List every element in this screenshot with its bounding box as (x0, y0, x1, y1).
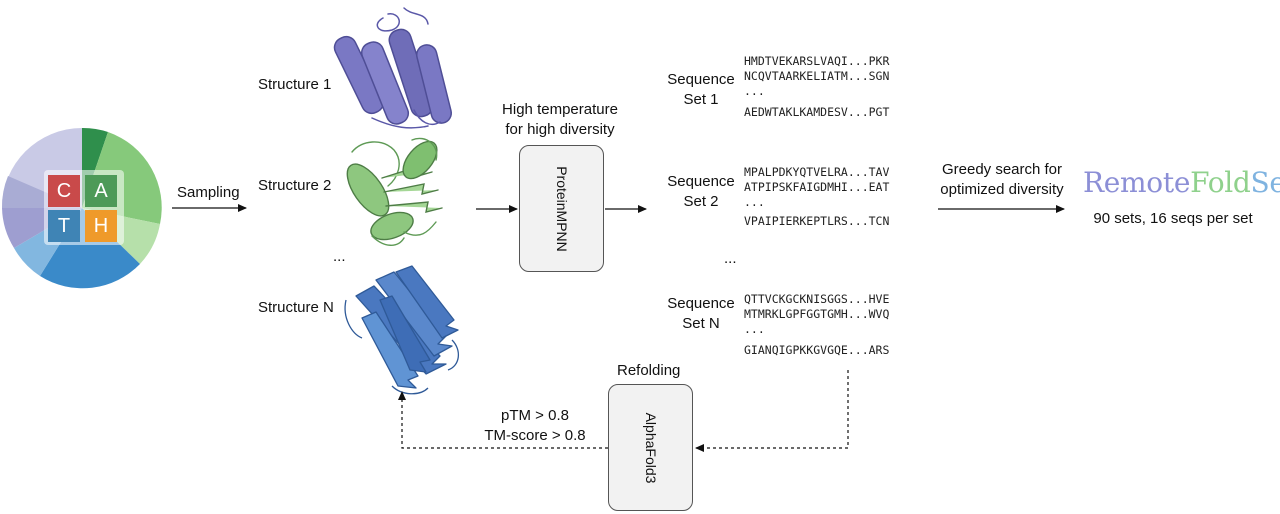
sets-caption: 90 sets, 16 seqs per set (1093, 210, 1253, 227)
sequence-setN-label: Sequence Set N (655, 294, 747, 334)
remotefoldset-title: RemoteFoldSet (1083, 166, 1280, 199)
structure-ellipsis: ... (333, 248, 346, 265)
sequence-set2-seq2: ATPIPSKFAIGDMHI...EAT (744, 180, 890, 194)
structure2-protein (346, 137, 443, 246)
sequence-setN-seq3: GIANQIGPKKGVGQE...ARS (744, 343, 890, 357)
sequence-setN-seq1: QTTVCKGCKNISGGS...HVE (744, 292, 890, 306)
high-temperature-line1: High temperature (502, 101, 618, 118)
brand-part-fold: Fold (1190, 166, 1251, 199)
cath-tile-h: H (85, 210, 117, 242)
brand-part-remote: Remote (1083, 166, 1191, 199)
structureN-protein (344, 265, 459, 395)
sequence-set1-seq3: AEDWTAKLKAMDESV...PGT (744, 105, 890, 119)
proteinmpnn-label: ProteinMPNN (553, 165, 570, 252)
sequence-set1-label-line1: Sequence (667, 71, 735, 88)
sampling-label: Sampling (177, 184, 240, 201)
cath-tile-c: C (48, 175, 80, 207)
sequence-set1-label: Sequence Set 1 (655, 70, 747, 110)
sequence-set1-dots: ... (744, 84, 765, 98)
cath-tile-t: T (48, 210, 80, 242)
sequence-setN-dots: ... (744, 322, 765, 336)
filter-criteria: pTM > 0.8 TM-score > 0.8 (465, 406, 605, 446)
greedy-search-line1: Greedy search for (941, 161, 1063, 178)
alphafold3-label: AlphaFold3 (642, 412, 659, 483)
high-temperature-line2: for high diversity (505, 121, 615, 138)
tmscore-threshold: TM-score > 0.8 (484, 427, 586, 444)
cath-pie-chart (1, 127, 162, 289)
pie-slice-blue (40, 208, 140, 289)
sequence-set2-label: Sequence Set 2 (655, 172, 747, 212)
sequence-set2-seq3: VPAIPIERKEPTLRS...TCN (744, 214, 890, 228)
structure1-label: Structure 1 (258, 76, 332, 93)
sequence-set2-dots: ... (744, 195, 765, 209)
greedy-search-label: Greedy search for optimized diversity (922, 160, 1082, 200)
structure1-protein (333, 7, 453, 129)
sequence-set2-label-line1: Sequence (667, 173, 735, 190)
cath-tile-a: A (85, 175, 117, 207)
high-temperature-label: High temperature for high diversity (490, 100, 630, 140)
alphafold3-box: AlphaFold3 (608, 384, 693, 511)
greedy-search-line2: optimized diversity (940, 181, 1064, 198)
sequence-set1-label-line2: Set 1 (683, 91, 719, 108)
sequence-set2-label-line2: Set 2 (683, 193, 719, 210)
sequence-setN-label-line2: Set N (682, 315, 720, 332)
ptm-threshold: pTM > 0.8 (501, 407, 569, 424)
sequence-setN-seq2: MTMRKLGPFGGTGMH...WVQ (744, 307, 890, 321)
sequence-set1-seq2: NCQVTAARKELIATM...SGN (744, 69, 890, 83)
to-alphafold-dashed-arrow (695, 370, 849, 452)
sequence-set1-seq1: HMDTVEKARSLVAQI...PKR (744, 54, 890, 68)
sequence-setN-label-line1: Sequence (667, 295, 735, 312)
structureN-label: Structure N (258, 299, 334, 316)
proteinmpnn-box: ProteinMPNN (519, 145, 604, 272)
refolding-label: Refolding (617, 362, 681, 379)
sequence-set2-seq1: MPALPDKYQTVELRA...TAV (744, 165, 890, 179)
refold-return-dashed-arrow (398, 391, 608, 449)
structure2-label: Structure 2 (258, 177, 332, 194)
sequence-sets-ellipsis: ... (724, 250, 737, 267)
brand-part-set: Set (1250, 166, 1280, 199)
